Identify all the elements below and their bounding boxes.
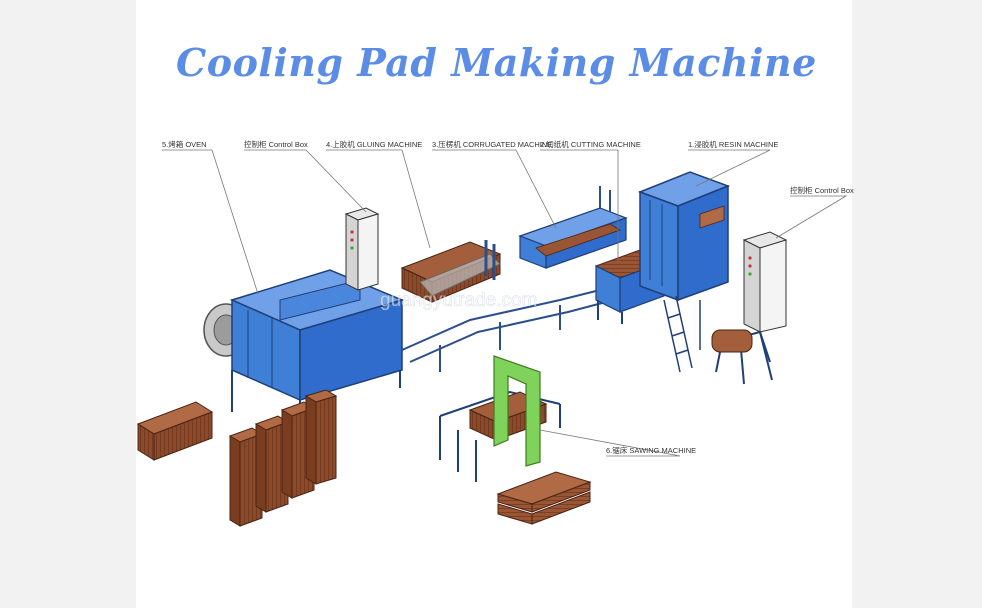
label-sawing-machine: 6.锯床 SAWING MACHINE <box>606 445 696 455</box>
corrugated-machine <box>518 186 628 269</box>
label-gluing-machine: 4.上胶机 GLUING MACHINE <box>326 139 422 149</box>
watermark: guangyutrade.com <box>380 290 537 311</box>
label-resin-machine: 1.浸胶机 RESIN MACHINE <box>688 139 778 149</box>
cooling-pads <box>136 389 592 527</box>
sawing-machine <box>439 355 561 482</box>
leader-lines <box>162 149 848 457</box>
label-control-box-left: 控制柜 Control Box <box>244 139 308 149</box>
label-control-box-right: 控制柜 Control Box <box>790 185 854 195</box>
control-box-left <box>344 207 380 291</box>
gluing-machine <box>400 240 502 303</box>
label-corrugated-machine: 3.压楞机 CORRUGATED MACHINE <box>432 139 552 149</box>
callout-labels: 5.烤箱 OVEN 控制柜 Control Box 4.上胶机 GLUING M… <box>162 139 854 455</box>
label-oven: 5.烤箱 OVEN <box>162 139 207 149</box>
diagram-title: Cooling Pad Making Machine <box>176 40 817 85</box>
resin-machine <box>637 171 773 385</box>
control-box-right <box>742 231 788 333</box>
main-conveyor-frame <box>401 289 607 372</box>
label-cutting-machine: 2.切纸机 CUTTING MACHINE <box>540 139 641 149</box>
oven <box>203 269 405 420</box>
